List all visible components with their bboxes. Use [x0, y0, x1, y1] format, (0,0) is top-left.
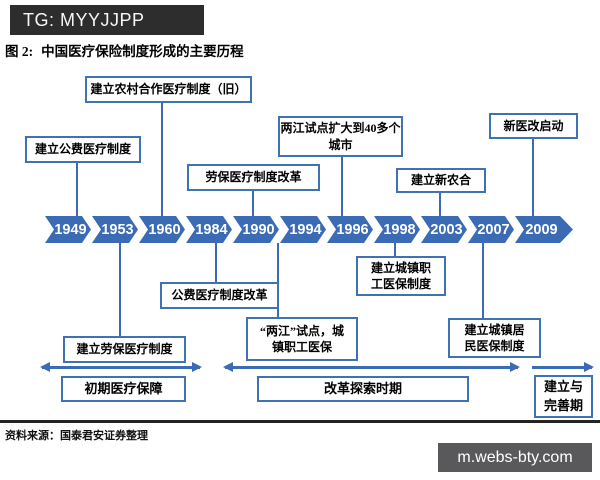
connector-labor-medical-est: [119, 243, 121, 336]
timeline-segment-1994: 1994: [280, 216, 326, 243]
footer-divider: [0, 420, 600, 423]
watermark-badge: m.webs-bty.com: [438, 443, 592, 472]
connector-new-rural-coop: [439, 193, 441, 216]
event-box-urban-resident: 建立城镇居 民医保制度: [448, 318, 541, 358]
connector-labor-medical-reform: [252, 191, 254, 216]
timeline-segment-1998: 1998: [374, 216, 420, 243]
event-box-new-rural-coop: 建立新农合: [396, 168, 486, 193]
arrowhead-left-icon: [40, 362, 50, 372]
timeline-segment-2003: 2003: [421, 216, 467, 243]
connector-public-medical: [76, 163, 78, 216]
header-tag-badge: TG: MYYJJPP: [10, 5, 204, 35]
event-box-rural-coop-old: 建立农村合作医疗制度（旧）: [85, 76, 252, 103]
source-note: 资料来源：国泰君安证券整理: [5, 430, 148, 442]
stage-arrow-reform: [223, 362, 520, 372]
stage-box-reform: 改革探索时期: [257, 376, 469, 402]
header-tag-text: TG: MYYJJPP: [23, 9, 145, 30]
timeline-segment-2009: 2009: [515, 216, 573, 243]
connector-rural-coop-old: [161, 103, 163, 216]
event-box-labor-medical-est: 建立劳保医疗制度: [63, 336, 186, 363]
event-box-liangjiang-pilot: “两江”试点，城 镇职工医保: [246, 317, 358, 361]
arrowhead-right-icon: [510, 362, 520, 372]
timeline-segment-1996: 1996: [327, 216, 373, 243]
timeline-segment-1984: 1984: [186, 216, 232, 243]
timeline-segment-1949: 1949: [45, 216, 91, 243]
arrowhead-left-icon: [223, 362, 233, 372]
timeline-segment-1990: 1990: [233, 216, 279, 243]
connector-new-reform-launch: [532, 139, 534, 216]
connector-liangjiang-pilot: [277, 243, 279, 317]
event-box-public-medical-reform: 公费医疗制度改革: [160, 282, 279, 309]
timeline-segment-1960: 1960: [139, 216, 185, 243]
stage-arrow-early: [40, 362, 202, 372]
connector-urban-employee: [394, 243, 396, 257]
watermark-text: m.webs-bty.com: [457, 448, 573, 466]
event-box-labor-medical-reform: 劳保医疗制度改革: [187, 164, 320, 191]
figure-title-text: 中国医疗保险制度形成的主要历程: [41, 44, 244, 59]
timeline-segment-1953: 1953: [92, 216, 138, 243]
event-box-new-reform-launch: 新医改启动: [489, 113, 578, 139]
connector-urban-resident: [482, 243, 484, 318]
connector-liangjiang-expand: [341, 157, 343, 216]
timeline-chevron-bar: 1949 1953 1960 1984 1990 1994 1996 1998 …: [45, 216, 574, 243]
figure-title: 图 2: 中国医疗保险制度形成的主要历程: [5, 40, 244, 60]
timeline-segment-2007: 2007: [468, 216, 514, 243]
stage-box-establish: 建立与 完善期: [534, 375, 593, 418]
event-box-urban-employee: 建立城镇职 工医保制度: [356, 256, 446, 296]
arrowhead-right-icon: [584, 362, 594, 372]
event-box-liangjiang-expand: 两江试点扩大到40多个 城市: [278, 116, 403, 157]
arrowhead-right-icon: [192, 362, 202, 372]
figure-number-label: 图 2:: [5, 44, 34, 59]
stage-arrow-establish: [532, 362, 594, 372]
connector-public-medical-reform: [215, 243, 217, 282]
event-box-public-medical: 建立公费医疗制度: [25, 136, 141, 163]
stage-box-early: 初期医疗保障: [61, 376, 186, 402]
